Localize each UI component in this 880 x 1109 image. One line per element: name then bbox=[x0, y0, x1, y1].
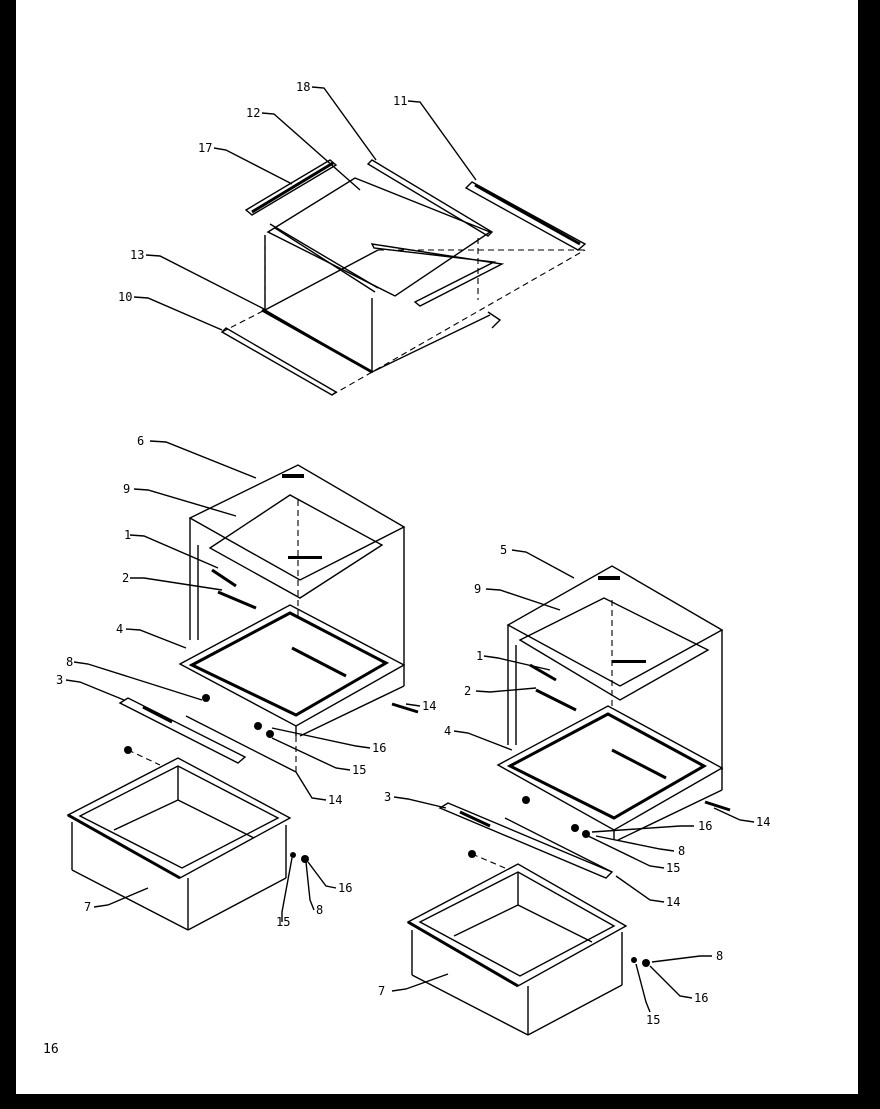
callout-2: 2 bbox=[464, 684, 471, 698]
callout-16: 16 bbox=[694, 991, 708, 1005]
left-crisper-assembly bbox=[66, 464, 419, 931]
callout-4: 4 bbox=[444, 724, 451, 738]
callout-12: 12 bbox=[246, 106, 260, 120]
rail-18 bbox=[366, 159, 494, 237]
callout-8: 8 bbox=[678, 844, 685, 858]
callout-15: 15 bbox=[352, 763, 366, 777]
callout-18: 18 bbox=[296, 80, 310, 94]
callout-6: 6 bbox=[137, 434, 144, 448]
callout-8: 8 bbox=[66, 655, 73, 669]
callout-16: 16 bbox=[372, 741, 386, 755]
top-shelf-assembly bbox=[220, 159, 587, 396]
callout-14: 14 bbox=[422, 699, 436, 713]
rail-17 bbox=[244, 159, 338, 216]
crisper-frame-right bbox=[496, 705, 724, 831]
callout-1: 1 bbox=[124, 528, 131, 542]
callout-14: 14 bbox=[756, 815, 770, 829]
callout-4: 4 bbox=[116, 622, 123, 636]
callout-2: 2 bbox=[122, 571, 129, 585]
leader-lines bbox=[65, 86, 755, 1013]
rail-10 bbox=[220, 327, 338, 396]
callout-14: 14 bbox=[666, 895, 680, 909]
crisper-drawer-left bbox=[66, 757, 292, 879]
callout-13: 13 bbox=[130, 248, 144, 262]
callout-15: 15 bbox=[666, 861, 680, 875]
callout-1: 1 bbox=[476, 649, 483, 663]
callout-8: 8 bbox=[316, 903, 323, 917]
callout-15: 15 bbox=[276, 915, 290, 929]
rail-11 bbox=[464, 181, 587, 251]
callout-7: 7 bbox=[84, 900, 91, 914]
page-number: 16 bbox=[43, 1042, 59, 1057]
callout-8: 8 bbox=[716, 949, 723, 963]
callout-7: 7 bbox=[378, 984, 385, 998]
callout-17: 17 bbox=[198, 141, 212, 155]
right-crisper-assembly bbox=[406, 565, 731, 1036]
front-rail-left bbox=[118, 697, 247, 764]
callout-11: 11 bbox=[393, 94, 407, 108]
callout-3: 3 bbox=[56, 673, 63, 687]
callout-3: 3 bbox=[384, 790, 391, 804]
diagram-sheet bbox=[16, 0, 858, 1094]
callout-5: 5 bbox=[500, 543, 507, 557]
callout-16: 16 bbox=[338, 881, 352, 895]
callout-15: 15 bbox=[646, 1013, 660, 1027]
callout-9: 9 bbox=[474, 582, 481, 596]
crisper-frame-left bbox=[178, 604, 406, 727]
callout-9: 9 bbox=[123, 482, 130, 496]
crisper-cover-left bbox=[188, 464, 406, 581]
callout-14: 14 bbox=[328, 793, 342, 807]
glass-shelf-panel bbox=[266, 177, 492, 297]
callout-16: 16 bbox=[698, 819, 712, 833]
callout-labels: 18 11 12 17 13 10 6 9 1 2 4 8 3 14 16 15… bbox=[56, 80, 770, 1027]
crisper-drawer-right bbox=[406, 863, 628, 987]
divider-rail bbox=[370, 243, 505, 307]
callout-10: 10 bbox=[118, 290, 132, 304]
